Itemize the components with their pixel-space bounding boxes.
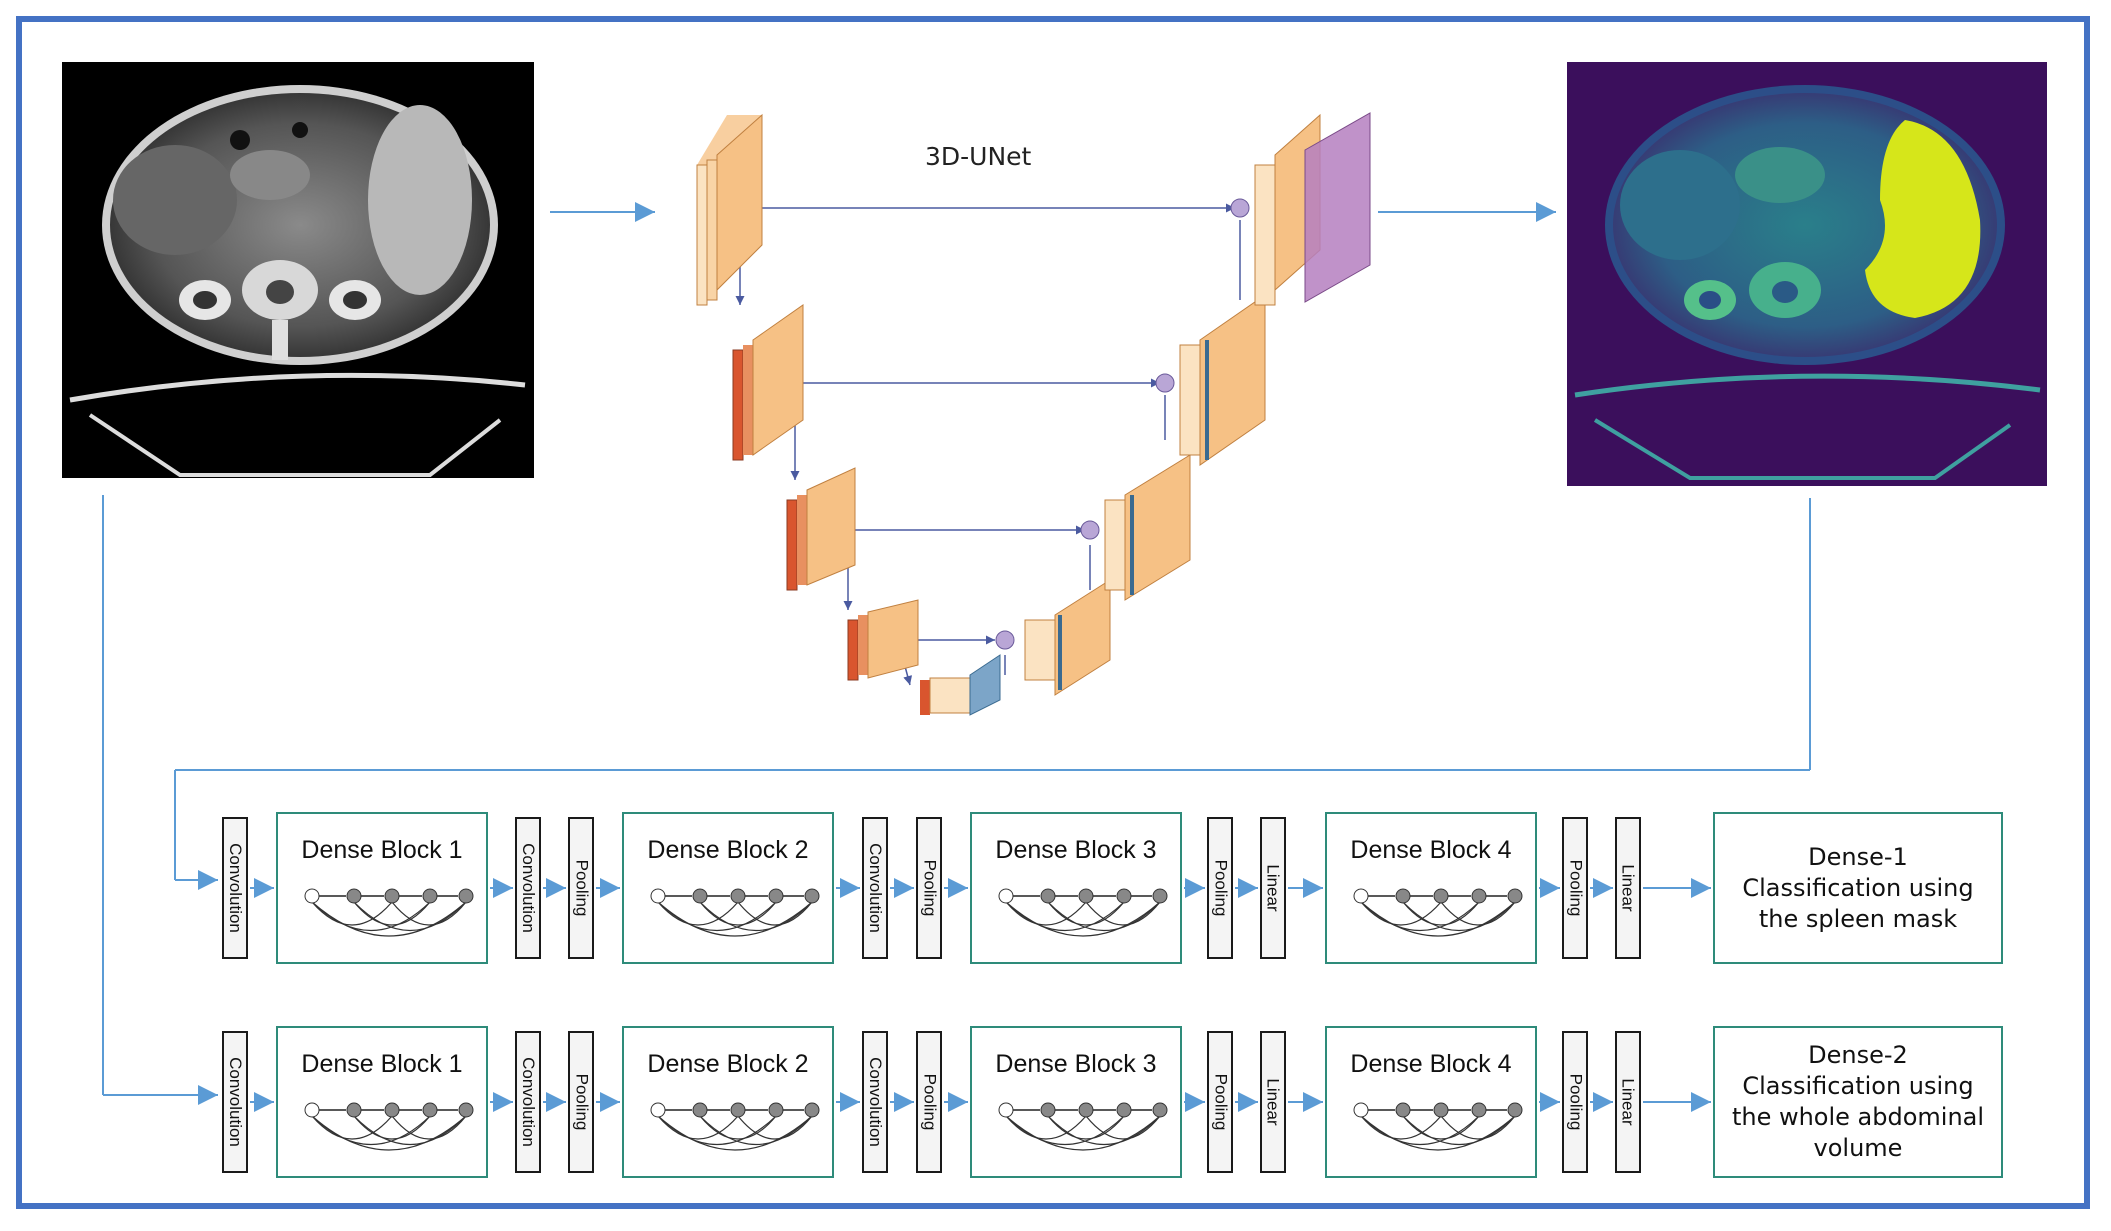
layer-label: Convolution xyxy=(519,1057,538,1147)
dense-connectivity-icon xyxy=(1353,1102,1523,1151)
layer-label: Convolution xyxy=(866,1057,885,1147)
layer-box-pooling: Pooling xyxy=(568,1031,594,1173)
dense-block: Dense Block 1 xyxy=(276,1026,488,1178)
layer-label: Pooling xyxy=(1211,859,1230,917)
unet-title: 3D-UNet xyxy=(925,142,1032,171)
layer-box-linear: Linear xyxy=(1615,817,1641,959)
layer-label: Pooling xyxy=(920,859,939,917)
dense-block: Dense Block 2 xyxy=(622,812,834,964)
dense-block-title: Dense Block 3 xyxy=(995,1050,1157,1078)
dense-block-title: Dense Block 3 xyxy=(995,836,1157,864)
dense-connectivity-icon xyxy=(1353,888,1523,937)
layer-label: Linear xyxy=(1619,1078,1639,1126)
layer-box-convolution: Convolution xyxy=(515,817,541,959)
layer-box-pooling: Pooling xyxy=(1207,817,1233,959)
classification-output-text: Dense-2 Classification using the whole a… xyxy=(1731,1041,1985,1162)
dense-connectivity-icon xyxy=(304,1102,474,1151)
layer-label: Linear xyxy=(1264,864,1284,912)
layer-box-linear: Linear xyxy=(1615,1031,1641,1173)
classification-output-box: Dense-2 Classification using the whole a… xyxy=(1713,1026,2003,1178)
dense-connectivity-icon xyxy=(650,1102,820,1151)
unet-architecture xyxy=(696,112,1371,716)
layer-label: Linear xyxy=(1264,1078,1284,1126)
dense-block-title: Dense Block 2 xyxy=(647,836,809,864)
layer-label: Convolution xyxy=(226,1057,245,1147)
dense-block-title: Dense Block 1 xyxy=(301,1050,463,1078)
dense-block-title: Dense Block 1 xyxy=(301,836,463,864)
dense-block: Dense Block 4 xyxy=(1325,812,1537,964)
layer-box-convolution: Convolution xyxy=(515,1031,541,1173)
layer-box-pooling: Pooling xyxy=(568,817,594,959)
dense-connectivity-icon xyxy=(998,1102,1168,1151)
layer-box-convolution: Convolution xyxy=(222,1031,248,1173)
layer-box-convolution: Convolution xyxy=(862,1031,888,1173)
layer-label: Convolution xyxy=(519,843,538,933)
layer-box-pooling: Pooling xyxy=(1207,1031,1233,1173)
segmentation-output-image xyxy=(1567,62,2047,486)
dense-block-title: Dense Block 2 xyxy=(647,1050,809,1078)
layer-label: Pooling xyxy=(572,859,591,917)
dense-block-title: Dense Block 4 xyxy=(1350,836,1512,864)
ct-input-image xyxy=(62,62,534,478)
dense-connectivity-icon xyxy=(304,888,474,937)
layer-box-linear: Linear xyxy=(1260,817,1286,959)
dense-block-title: Dense Block 4 xyxy=(1350,1050,1512,1078)
layer-label: Pooling xyxy=(1211,1073,1230,1131)
layer-label: Convolution xyxy=(226,843,245,933)
dense-block: Dense Block 3 xyxy=(970,812,1182,964)
layer-box-linear: Linear xyxy=(1260,1031,1286,1173)
dense-block: Dense Block 2 xyxy=(622,1026,834,1178)
classification-output-text: Dense-1 Classification using the spleen … xyxy=(1742,842,1974,933)
figure-frame xyxy=(16,16,2090,1209)
layer-label: Pooling xyxy=(1566,859,1585,917)
layer-box-pooling: Pooling xyxy=(1562,1031,1588,1173)
layer-label: Pooling xyxy=(920,1073,939,1131)
layer-label: Linear xyxy=(1619,864,1639,912)
layer-label: Convolution xyxy=(866,843,885,933)
layer-box-pooling: Pooling xyxy=(916,1031,942,1173)
layer-box-convolution: Convolution xyxy=(862,817,888,959)
dense-connectivity-icon xyxy=(998,888,1168,937)
layer-box-pooling: Pooling xyxy=(1562,817,1588,959)
dense-block: Dense Block 1 xyxy=(276,812,488,964)
classification-output-box: Dense-1 Classification using the spleen … xyxy=(1713,812,2003,964)
layer-label: Pooling xyxy=(572,1073,591,1131)
layer-box-convolution: Convolution xyxy=(222,817,248,959)
layer-label: Pooling xyxy=(1566,1073,1585,1131)
dense-block: Dense Block 3 xyxy=(970,1026,1182,1178)
layer-box-pooling: Pooling xyxy=(916,817,942,959)
dense-connectivity-icon xyxy=(650,888,820,937)
dense-block: Dense Block 4 xyxy=(1325,1026,1537,1178)
